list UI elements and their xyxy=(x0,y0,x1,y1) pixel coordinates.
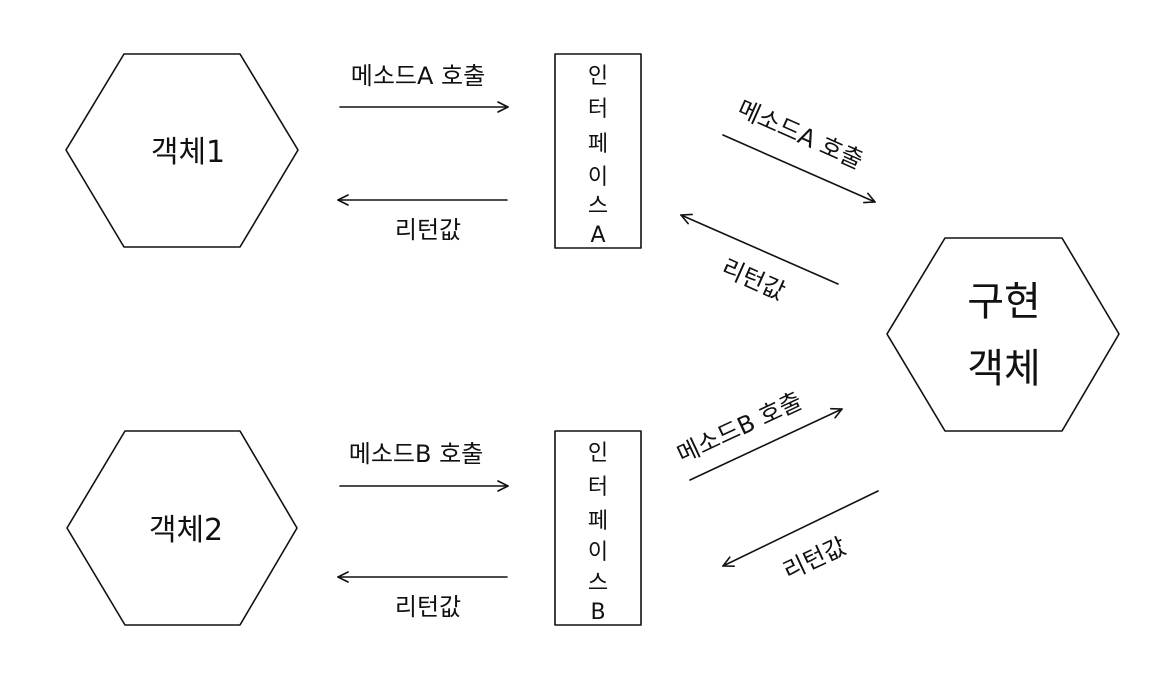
arrow-label-return: 리턴값 xyxy=(779,532,851,585)
arrow-interface-b-to-impl: 메소드B 호출 xyxy=(673,387,843,481)
arrow-impl-to-interface-a: 리턴값 xyxy=(680,213,839,306)
object2-label: 객체2 xyxy=(149,513,223,548)
interface-b-char: 페 xyxy=(588,509,608,534)
arrow-obj2-to-interface-b: 메소드B 호출 xyxy=(339,440,509,492)
interface-a-char: 이 xyxy=(588,165,608,190)
interface-a-char: 터 xyxy=(588,97,608,122)
impl-object-label-line1: 구현 xyxy=(967,279,1041,325)
arrow-interface-a-to-impl: 메소드A 호출 xyxy=(722,95,876,204)
interface-a-box: 인 터 페 이 스 A xyxy=(554,53,642,249)
interface-b-char: B xyxy=(590,600,605,625)
impl-object-label-line2: 객체 xyxy=(967,346,1041,392)
interface-b-char: 터 xyxy=(588,475,608,500)
object2-node: 객체2 xyxy=(66,430,298,626)
arrow-interface-a-to-obj1: 리턴값 xyxy=(337,194,508,244)
interface-a-char: A xyxy=(590,223,605,248)
arrow-obj1-to-interface-a: 메소드A 호출 xyxy=(339,62,509,113)
interface-a-char: 인 xyxy=(588,64,608,89)
arrow-label-return: 리턴값 xyxy=(395,593,461,621)
interface-a-char: 스 xyxy=(588,194,608,219)
object1-node: 객체1 xyxy=(65,53,299,248)
arrow-label-call-a: 메소드A 호출 xyxy=(351,62,485,90)
interface-a-char: 페 xyxy=(588,132,608,157)
interface-b-char: 스 xyxy=(588,571,608,596)
interface-b-char: 인 xyxy=(588,441,608,466)
arrow-label-return: 리턴값 xyxy=(395,216,461,244)
interface-b-char: 이 xyxy=(588,540,608,565)
arrow-label-return: 리턴값 xyxy=(717,253,789,306)
interface-b-box: 인 터 페 이 스 B xyxy=(554,430,642,626)
arrow-interface-b-to-obj2: 리턴값 xyxy=(337,571,508,621)
arrow-label-call-b: 메소드B 호출 xyxy=(349,440,484,468)
arrow-label-call-a: 메소드A 호출 xyxy=(733,95,867,175)
object1-label: 객체1 xyxy=(151,135,225,170)
impl-object-node: 구현 객체 xyxy=(886,237,1120,432)
arrow-impl-to-interface-b: 리턴값 xyxy=(722,490,879,585)
